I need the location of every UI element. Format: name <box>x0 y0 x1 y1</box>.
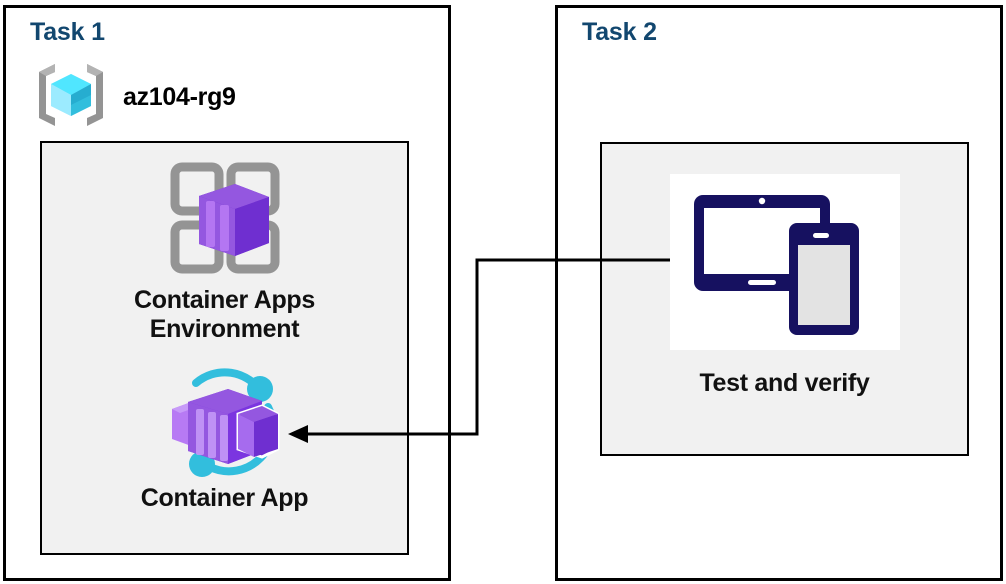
devices-tablet-phone-icon <box>690 185 880 340</box>
resource-group-name: az104-rg9 <box>123 83 236 111</box>
task-1-panel: Container Apps Environment <box>40 141 409 555</box>
resource-group-row: az104-rg9 <box>33 58 236 137</box>
container-app-card: Container App <box>42 367 407 513</box>
task-1-title: Task 1 <box>30 18 105 46</box>
task-2-title: Task 2 <box>582 18 657 46</box>
container-apps-environment-card: Container Apps Environment <box>42 157 407 344</box>
container-apps-environment-label: Container Apps Environment <box>134 286 315 343</box>
azure-resource-group-icon <box>33 58 109 137</box>
container-apps-environment-icon-wrap <box>42 157 407 286</box>
container-app-icon-wrap <box>42 367 407 484</box>
task-2-panel: Test and verify <box>600 142 969 456</box>
container-app-icon <box>150 367 300 484</box>
test-and-verify-label: Test and verify <box>699 369 870 397</box>
container-app-label: Container App <box>140 484 309 512</box>
container-apps-environment-icon <box>159 157 291 286</box>
device-icon-plate <box>670 174 900 350</box>
